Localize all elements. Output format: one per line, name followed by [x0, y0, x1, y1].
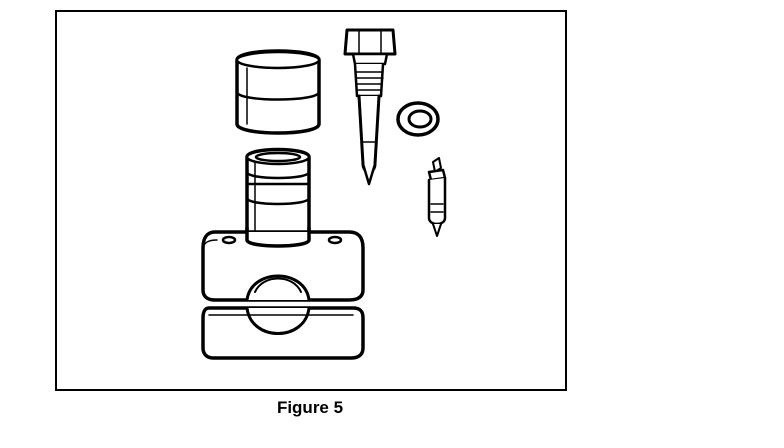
valve-core-probe	[343, 28, 397, 186]
parts-illustration	[201, 28, 447, 360]
pipe-section	[254, 277, 302, 293]
figure-caption: Figure 5	[276, 398, 344, 417]
o-ring	[396, 101, 440, 137]
cap-sleeve	[235, 49, 321, 135]
fitting-body	[245, 147, 311, 248]
clamp-block-lower	[201, 306, 365, 360]
valve-insert	[427, 157, 447, 237]
clamp-block-upper	[201, 226, 365, 302]
figure-frame	[55, 10, 567, 391]
